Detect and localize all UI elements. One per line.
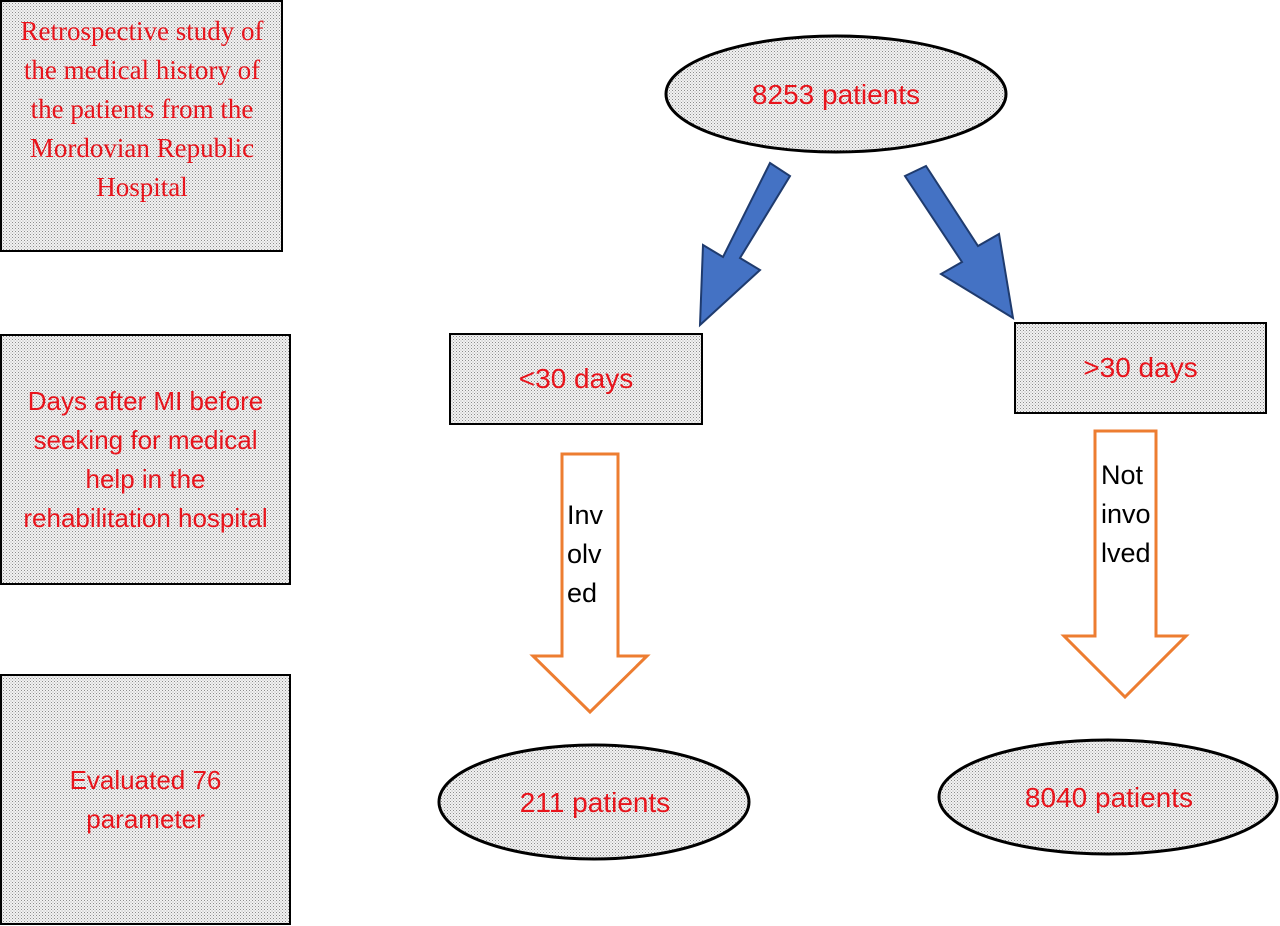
involved-count-text: 211 patients	[519, 787, 671, 818]
not-involved-arrow-text: Not involved	[1101, 460, 1151, 568]
not-involved-count-label: 8040 patients	[950, 773, 1268, 823]
blue-arrow-right	[903, 164, 1015, 320]
study-box-text: Retrospective study of the medical histo…	[20, 16, 264, 202]
total-patients-text: 8253 patients	[751, 79, 921, 110]
study-box: Retrospective study of the medical histo…	[14, 8, 270, 242]
orange-arrow-not-involved	[1060, 429, 1190, 700]
under-30-label: <30 days	[452, 336, 700, 422]
total-patients-label: 8253 patients	[680, 70, 992, 120]
involved-oval	[437, 743, 751, 861]
days-box: Days after MI before seeking for medical…	[16, 345, 275, 574]
under-30-box-shape	[449, 333, 703, 425]
study-box-shape	[0, 0, 283, 252]
orange-arrow-involved	[529, 452, 651, 715]
evaluated-box: Evaluated 76 parameter	[16, 685, 275, 914]
not-involved-count-text: 8040 patients	[1024, 782, 1194, 813]
involved-arrow-label: Involved	[567, 496, 615, 652]
evaluated-box-shape	[0, 674, 291, 925]
not-involved-arrow-label: Not involved	[1101, 456, 1151, 648]
evaluated-box-text: Evaluated 76 parameter	[69, 764, 222, 834]
days-box-shape	[0, 334, 291, 585]
blue-arrow-left	[698, 161, 792, 328]
days-box-text: Days after MI before seeking for medical…	[23, 385, 268, 533]
over-30-label: >30 days	[1017, 325, 1264, 411]
involved-count-label: 211 patients	[450, 778, 740, 828]
total-patients-oval	[664, 34, 1008, 154]
over-30-text: >30 days	[1083, 352, 1198, 383]
involved-arrow-text: Involved	[567, 500, 604, 608]
not-involved-oval	[937, 738, 1279, 856]
under-30-text: <30 days	[518, 363, 634, 394]
over-30-box-shape	[1014, 322, 1267, 414]
